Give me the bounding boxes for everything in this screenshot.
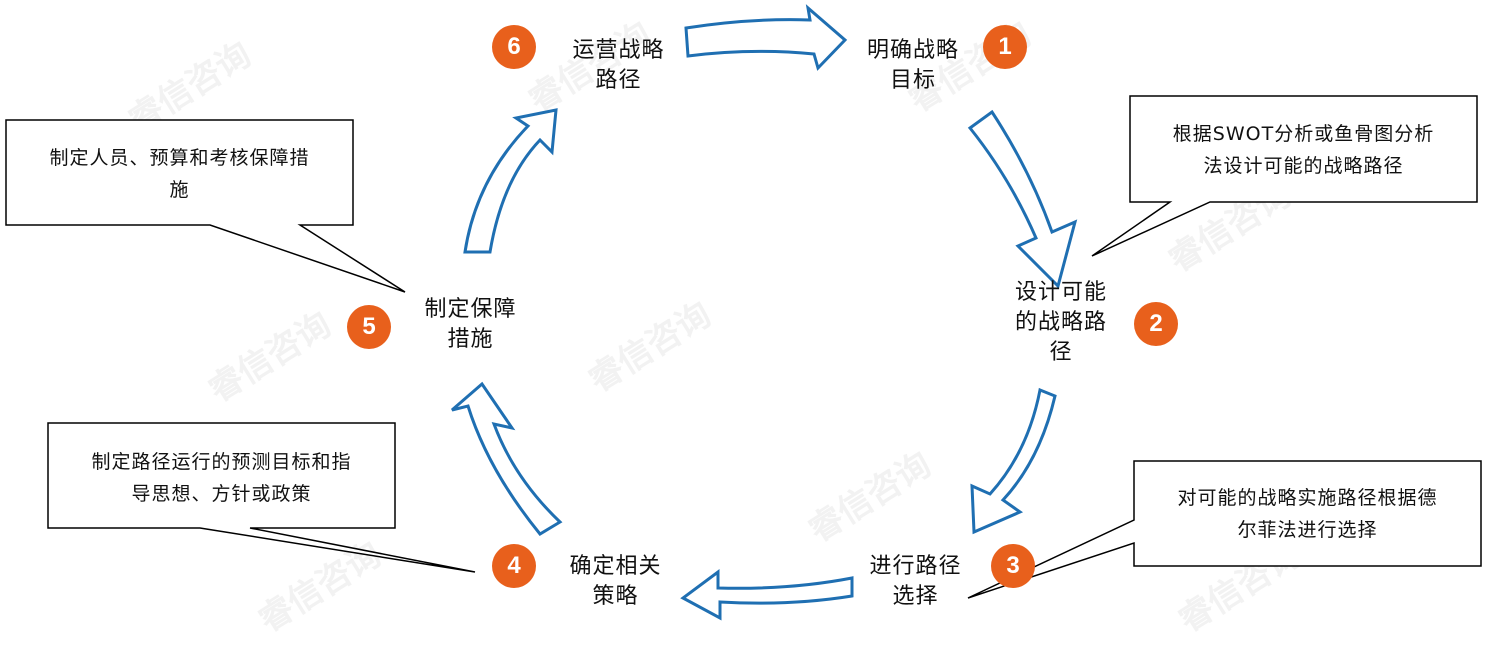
step-4-label: 确定相关 策略 xyxy=(553,552,678,612)
note-step2: 根据SWOT分析或鱼骨图分析 法设计可能的战略路径 xyxy=(1130,118,1477,182)
step-5-line2: 措施 xyxy=(447,327,494,352)
step-2-label: 设计可能 的战略路 径 xyxy=(1000,278,1122,368)
step-4-line2: 策略 xyxy=(592,584,639,609)
step-1-label: 明确战略 目标 xyxy=(853,36,973,96)
arrow-2-to-3 xyxy=(970,387,1057,535)
note-step4-line1: 制定路径运行的预测目标和指 xyxy=(91,451,352,473)
arrow-4-to-5 xyxy=(451,381,563,536)
note-step3-line1: 对可能的战略实施路径根据德 xyxy=(1177,487,1438,509)
note-step2-line1: 根据SWOT分析或鱼骨图分析 xyxy=(1172,123,1435,145)
callout-step3 xyxy=(967,460,1482,599)
note-step2-line2: 法设计可能的战略路径 xyxy=(1203,155,1404,177)
note-step5: 制定人员、预算和考核保障措 施 xyxy=(6,142,353,206)
note-step4-line2: 导思想、方针或政策 xyxy=(131,483,312,505)
step-6-label: 运营战略 路径 xyxy=(556,36,681,96)
step-6-badge: 6 xyxy=(492,25,536,69)
step-2-line1: 设计可能 xyxy=(1014,280,1107,305)
callout-step5 xyxy=(5,119,406,293)
arrow-5-to-6 xyxy=(463,108,558,254)
step-2-line2: 的战略路 xyxy=(1014,310,1107,335)
callout-step2 xyxy=(1091,95,1478,257)
step-2-line3: 径 xyxy=(1049,340,1073,365)
step-3-line1: 进行路径 xyxy=(869,554,962,579)
step-3-line2: 选择 xyxy=(892,584,939,609)
step-6-line2: 路径 xyxy=(595,68,642,93)
step-1-line2: 目标 xyxy=(889,68,936,93)
note-step3: 对可能的战略实施路径根据德 尔菲法进行选择 xyxy=(1134,482,1481,546)
step-5-badge: 5 xyxy=(347,305,391,349)
note-step4: 制定路径运行的预测目标和指 导思想、方针或政策 xyxy=(48,446,395,510)
arrow-1-to-2 xyxy=(967,109,1078,289)
arrow-3-to-4 xyxy=(680,569,854,621)
step-6-line1: 运营战略 xyxy=(572,38,665,63)
step-4-badge: 4 xyxy=(492,544,536,588)
step-5-label: 制定保障 措施 xyxy=(408,295,533,355)
step-2-badge: 2 xyxy=(1134,302,1178,346)
step-3-badge: 3 xyxy=(991,544,1035,588)
note-step3-line2: 尔菲法进行选择 xyxy=(1237,519,1378,541)
step-1-line1: 明确战略 xyxy=(866,38,959,63)
step-4-line1: 确定相关 xyxy=(569,554,662,579)
callout-step4 xyxy=(47,422,476,573)
arrow-6-to-1 xyxy=(684,4,848,71)
step-1-badge: 1 xyxy=(983,25,1027,69)
note-step5-line2: 施 xyxy=(169,179,190,201)
note-step5-line1: 制定人员、预算和考核保障措 xyxy=(49,147,310,169)
step-5-line1: 制定保障 xyxy=(424,297,517,322)
step-3-label: 进行路径 选择 xyxy=(853,552,978,612)
